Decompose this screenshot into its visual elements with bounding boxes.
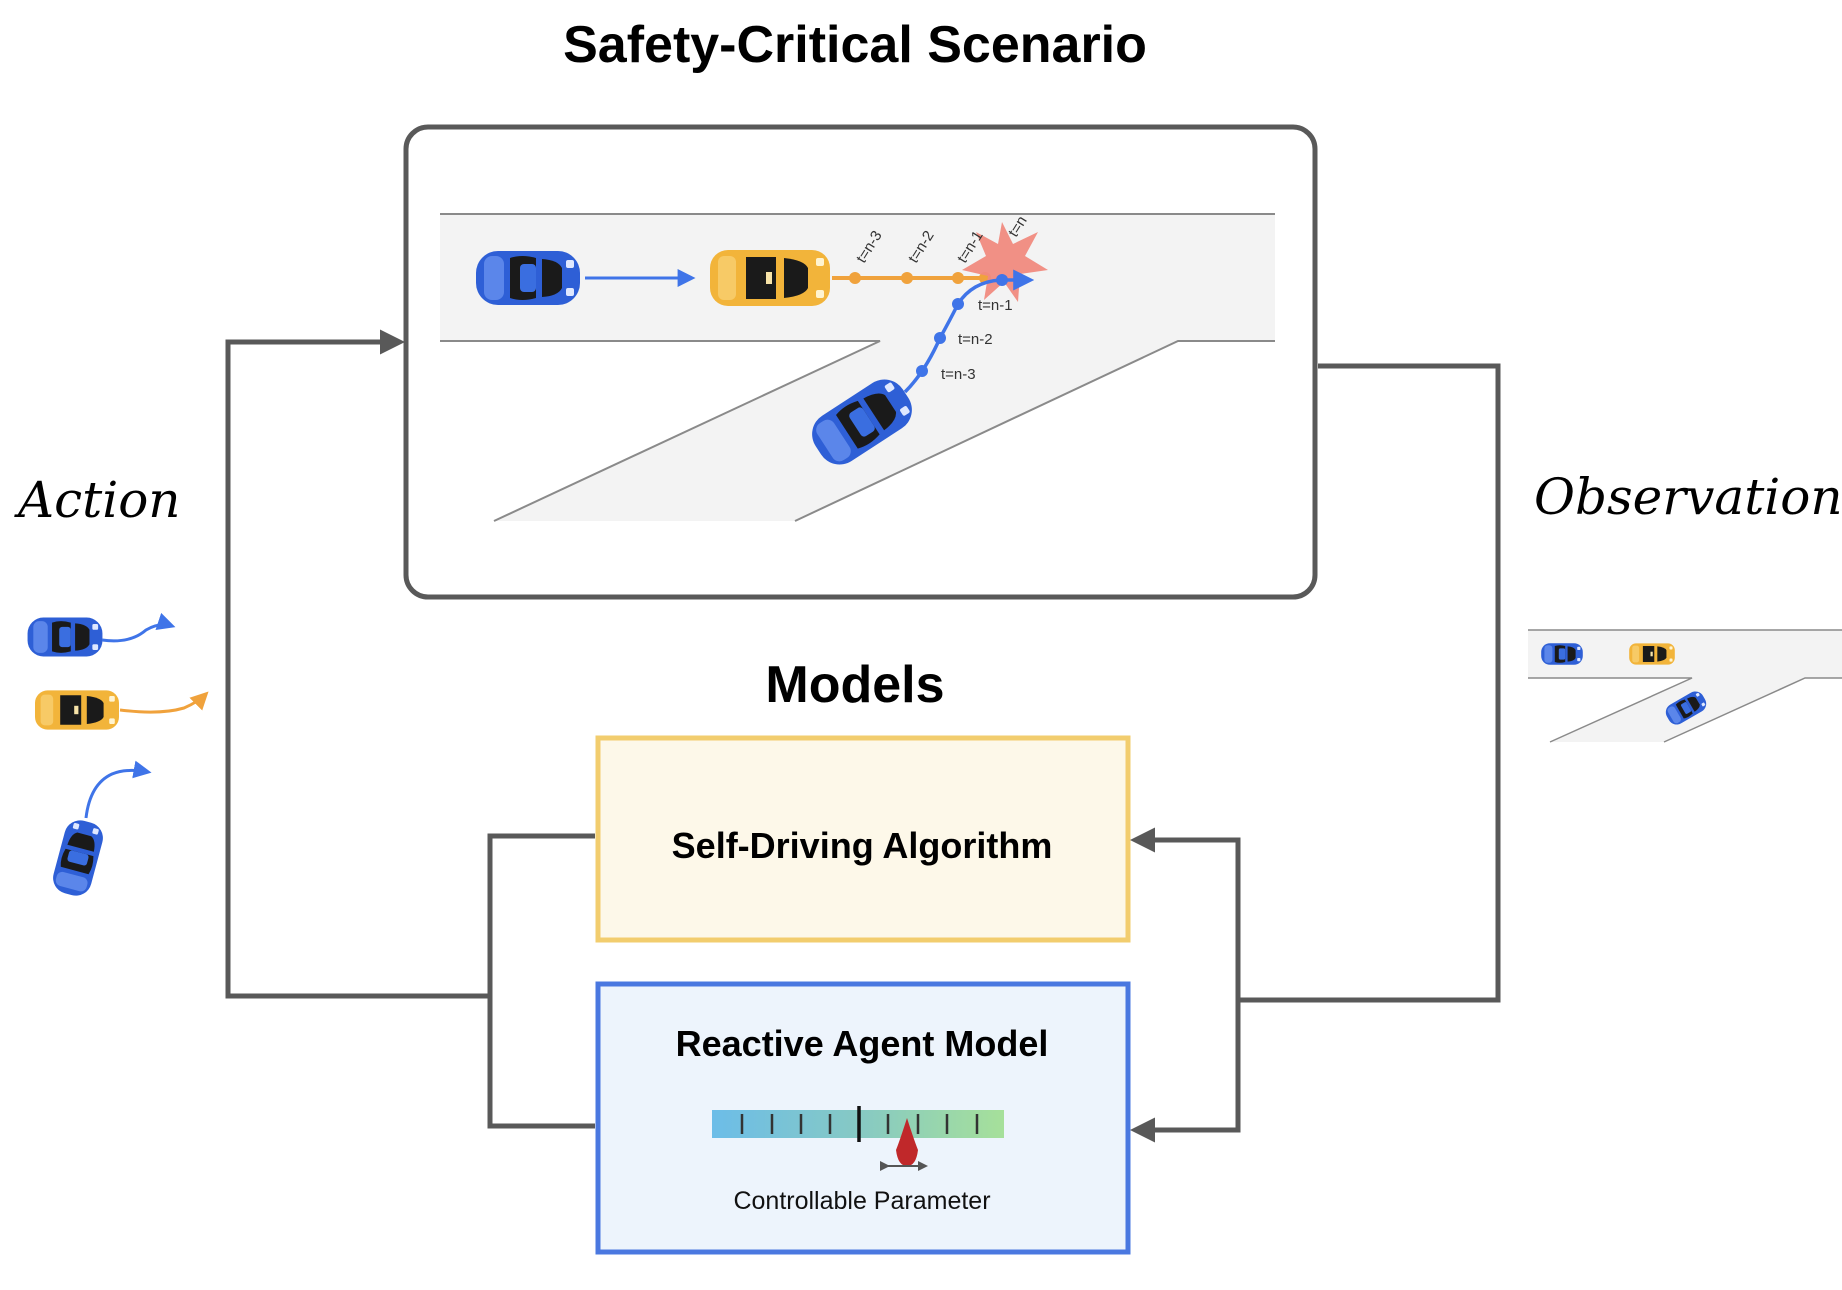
self-driving-label: Self-Driving Algorithm <box>672 825 1053 866</box>
self-driving-box: Self-Driving Algorithm <box>595 735 1131 943</box>
slider-pin-icon <box>896 1118 918 1166</box>
blue-marker-label: t=n-2 <box>958 331 993 348</box>
orange-trajectory <box>832 272 991 284</box>
action-icons <box>27 612 209 900</box>
observation-label: Observation <box>1534 468 1842 526</box>
reactive-output-connector <box>487 996 595 1129</box>
road <box>440 213 1275 522</box>
obs-car-yellow <box>1629 643 1675 665</box>
observation-connector <box>1238 363 1501 1003</box>
action-car-blue-1 <box>27 617 103 657</box>
reactive-agent-label: Reactive Agent Model <box>676 1023 1049 1064</box>
controllable-slider <box>712 1106 1004 1171</box>
models-title: Models <box>765 656 944 714</box>
observation-thumbnail <box>1528 629 1842 743</box>
action-connector <box>225 329 595 999</box>
taxi-car-yellow <box>710 250 830 306</box>
scenario-title: Safety-Critical Scenario <box>563 16 1147 74</box>
controllable-parameter-label: Controllable Parameter <box>733 1187 990 1215</box>
action-car-yellow <box>35 690 119 730</box>
observation-to-reactive <box>1130 1000 1241 1143</box>
blue-marker-label: t=n-1 <box>978 297 1013 314</box>
reactive-agent-box: Reactive Agent Model Controllable Parame… <box>595 981 1131 1255</box>
blue-marker-label: t=n-3 <box>941 366 976 383</box>
action-label: Action <box>14 471 181 529</box>
connectors <box>225 329 1501 1143</box>
observation-to-self-driving <box>1130 827 1241 1000</box>
obs-car-blue-1 <box>1541 643 1583 665</box>
scenario-panel: t=n-3 t=n-2 t=n-1 t=n t=n-1 t=n-2 t=n-3 <box>403 124 1318 600</box>
action-car-blue-2 <box>49 816 107 900</box>
ego-car-blue <box>476 251 580 305</box>
blue-trajectory <box>903 269 1035 394</box>
collision-star <box>962 222 1048 302</box>
